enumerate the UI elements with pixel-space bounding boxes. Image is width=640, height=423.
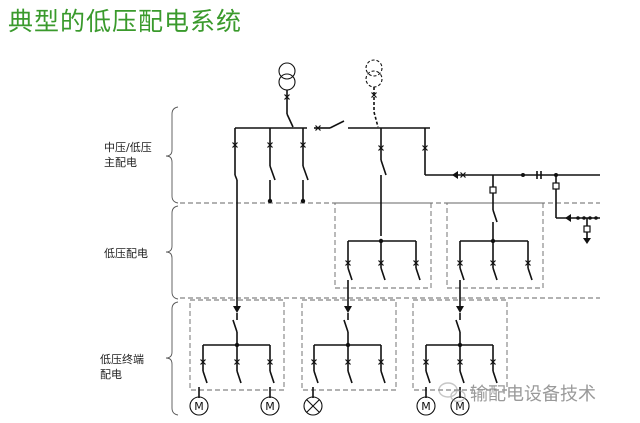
- final-board-3: [422, 313, 498, 398]
- final-board-2: [310, 313, 386, 398]
- main-feeder: [266, 128, 276, 204]
- main-feeder: [421, 128, 600, 179]
- final-board-box: [301, 299, 397, 391]
- dist-board-2: [456, 238, 533, 313]
- level-label-final-line1: 低压终端: [100, 353, 144, 366]
- motor-icon: M: [416, 396, 436, 416]
- motor-label: M: [421, 400, 431, 413]
- dist-board-box: [446, 202, 544, 289]
- page-title: 典型的低压配电系统: [8, 7, 243, 36]
- level-label-final: 低压终端 配电: [100, 352, 144, 382]
- level-label-main-line2: 主配电: [104, 156, 137, 169]
- wechat-logo-icon: [438, 382, 466, 403]
- main-feeder: [377, 128, 387, 236]
- standby-transformer-icon: [365, 59, 383, 88]
- level-label-final-line2: 配电: [100, 368, 122, 381]
- main-feeder: [231, 128, 241, 313]
- transformer-icon: [278, 62, 296, 91]
- watermark-text: 输配电设备技术: [470, 384, 596, 405]
- final-board-box: [189, 299, 285, 391]
- brace-icon: [165, 205, 179, 300]
- motor-label: M: [455, 400, 465, 413]
- level-label-main-line1: 中压/低压: [104, 141, 152, 154]
- motor-label: M: [265, 400, 275, 413]
- dist-board-1: [344, 238, 421, 313]
- level-label-main: 中压/低压 主配电: [104, 140, 152, 170]
- brace-icon: [165, 106, 179, 204]
- level-label-dist: 低压配电: [104, 247, 148, 260]
- bus-coupler-switch: [329, 120, 345, 129]
- dist-board-box: [334, 202, 432, 289]
- final-board-1: [198, 313, 275, 398]
- final-board-box: [412, 299, 508, 391]
- motor-icon: M: [450, 396, 470, 416]
- riser-feeder: [489, 175, 498, 240]
- motor-icon: M: [260, 396, 280, 416]
- main-feeder: [299, 128, 309, 204]
- motor-label: M: [194, 400, 204, 413]
- lamp-icon: [303, 396, 323, 416]
- motor-icon: M: [189, 396, 209, 416]
- riser-feeder: [552, 175, 600, 244]
- brace-icon: [165, 301, 179, 416]
